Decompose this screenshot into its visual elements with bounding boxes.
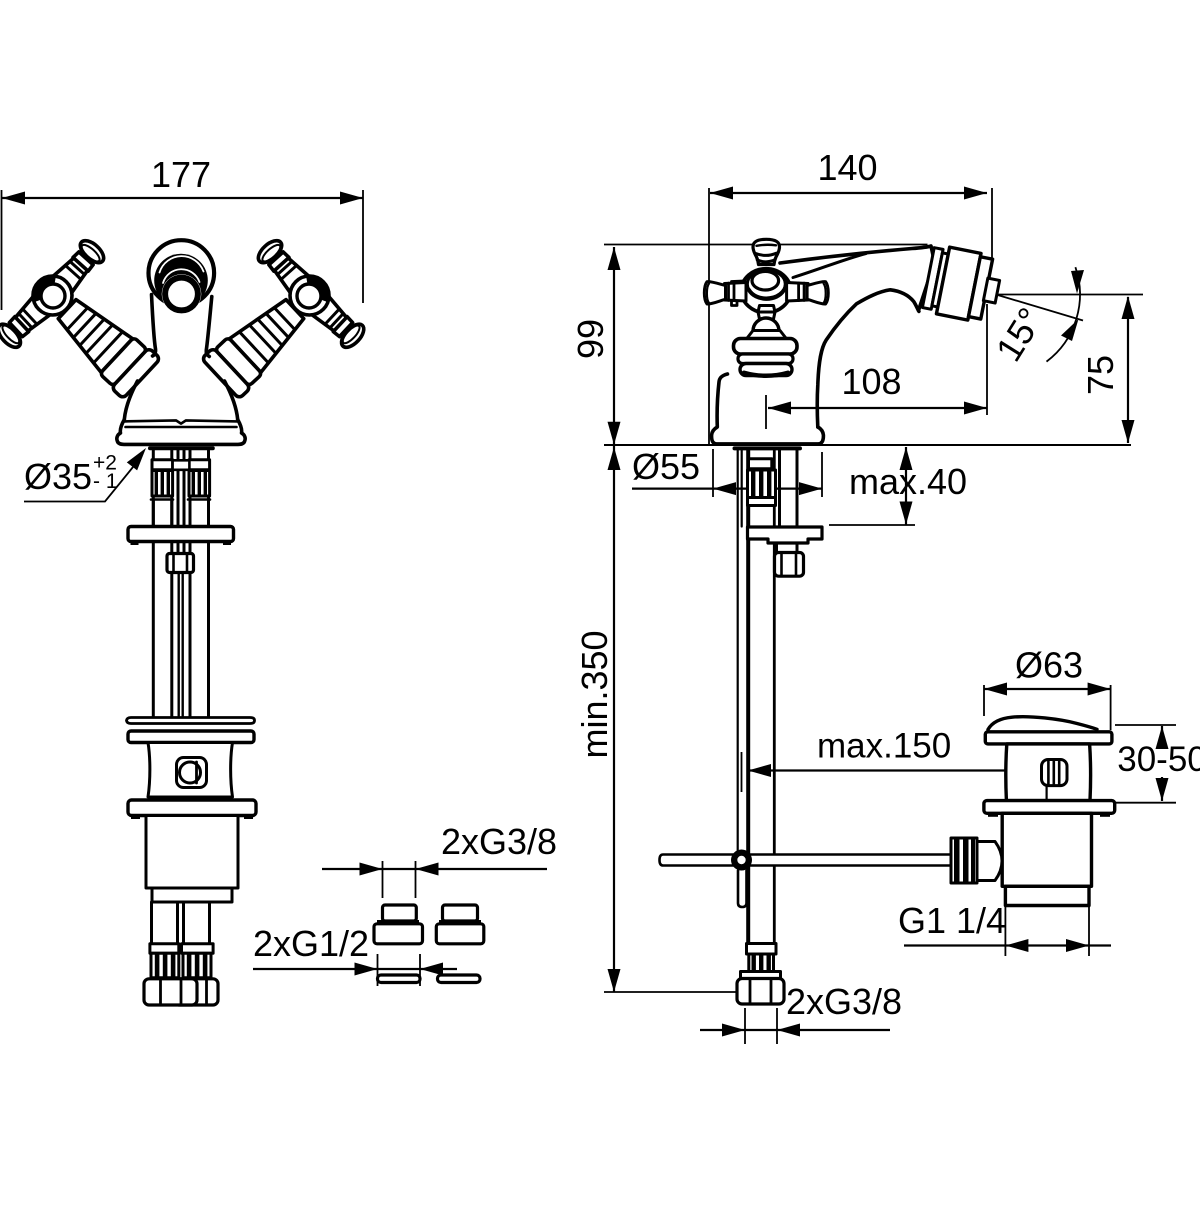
svg-text:Ø63: Ø63 (1015, 645, 1083, 686)
svg-text:177: 177 (151, 154, 211, 195)
svg-text:108: 108 (841, 361, 901, 402)
svg-text:max.150: max.150 (817, 727, 951, 766)
svg-text:99: 99 (570, 319, 611, 359)
svg-text:+2: +2 (93, 452, 117, 475)
svg-text:30-50: 30-50 (1117, 740, 1200, 779)
svg-text:min.350: min.350 (574, 630, 615, 758)
svg-text:- 1: - 1 (93, 470, 118, 493)
svg-text:2xG1/2: 2xG1/2 (253, 923, 369, 964)
svg-text:2xG3/8: 2xG3/8 (441, 821, 557, 862)
svg-text:140: 140 (817, 147, 877, 188)
svg-text:2xG3/8: 2xG3/8 (786, 981, 902, 1022)
svg-text:75: 75 (1080, 355, 1121, 395)
svg-text:max.40: max.40 (849, 461, 967, 502)
svg-text:G1 1/4: G1 1/4 (898, 900, 1006, 941)
svg-text:Ø55: Ø55 (632, 446, 700, 487)
svg-text:Ø35: Ø35 (24, 456, 92, 497)
